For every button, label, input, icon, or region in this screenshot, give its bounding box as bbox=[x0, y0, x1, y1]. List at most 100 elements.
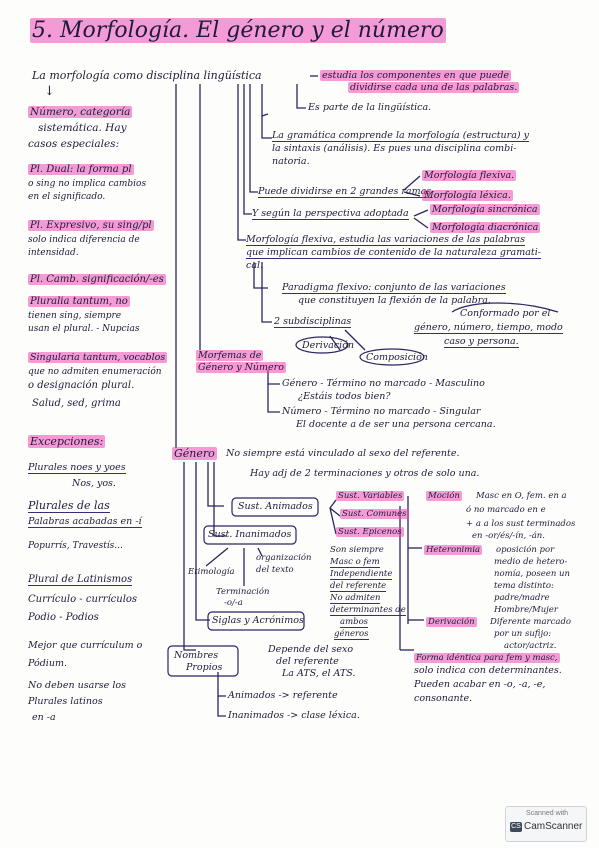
organizacion-text-2: del texto bbox=[256, 565, 294, 575]
siempre-text-3: Independiente bbox=[330, 569, 393, 580]
side-numero: Número, categoría bbox=[28, 106, 133, 118]
nombres-text-2: Propios bbox=[186, 662, 223, 673]
hayadj-text: Hay adj de 2 terminaciones y otros de so… bbox=[250, 468, 480, 479]
mocion-text-3: + a a los sust terminados bbox=[466, 519, 576, 529]
inanimados-text: Inanimados -> clase léxica. bbox=[228, 710, 360, 721]
persp-text: Y según la perspectiva adoptada bbox=[252, 208, 409, 220]
variables-text: Sust. Variables bbox=[336, 491, 405, 501]
side-ex5: Popurrís, Travestís... bbox=[28, 541, 123, 551]
side-plurtantum-3: usan el plural. - Nupcias bbox=[28, 324, 140, 334]
side-ex9: Mejor que currículum o bbox=[28, 640, 143, 651]
deriv-text-3: por un sufijo: bbox=[494, 629, 552, 639]
animados-text: Animados -> referente bbox=[228, 690, 338, 701]
mocion-text-2: ó no marcado en e bbox=[466, 505, 546, 515]
conformado-text-2: género, número, tiempo, modo bbox=[414, 322, 563, 334]
side-ex10: Pódium. bbox=[28, 658, 67, 669]
morfemas-text: Morfemas de bbox=[196, 350, 264, 361]
subdisc-text: 2 subdisciplinas bbox=[274, 316, 352, 328]
side-singtantum-4: Salud, sed, grima bbox=[32, 398, 121, 409]
deriv-text-2: Diferente marcado bbox=[490, 617, 572, 627]
side-camb: Pl. Camb. significación/-es bbox=[28, 274, 166, 285]
down-arrow-icon: ↓ bbox=[44, 84, 55, 99]
side-numero-2: sistemática. Hay bbox=[38, 122, 127, 134]
siempre-text-6: determinantes de bbox=[330, 605, 406, 616]
forma-text-4: consonante. bbox=[414, 693, 473, 704]
genero-line-2: ¿Estáis todos bien? bbox=[298, 391, 391, 402]
hetero-text-4: nomía, poseen un bbox=[494, 569, 570, 579]
side-expresivo: Pl. Expresivo, su sing/pl bbox=[28, 220, 154, 231]
side-numero-3: casos especiales: bbox=[28, 138, 120, 150]
diacr-text: Morfología diacrónica bbox=[430, 222, 541, 233]
conformado-text: Conformado por el bbox=[460, 308, 551, 319]
side-plurtantum-2: tienen sing, siempre bbox=[28, 311, 122, 321]
forma-text-2: solo indica con determinantes. bbox=[414, 665, 562, 676]
siempre-text-5: No admiten bbox=[330, 593, 381, 604]
side-expresivo-2: solo indica diferencia de bbox=[28, 235, 140, 245]
gramatica-text: La gramática comprende la morfología (es… bbox=[272, 130, 529, 142]
side-singtantum: Singularia tantum, vocablos bbox=[28, 352, 168, 363]
hetero-text-3: medio de hetero- bbox=[494, 557, 568, 567]
estudia-text-2: dividirse cada una de las palabras. bbox=[348, 82, 520, 93]
siempre-text-7: ambos bbox=[340, 617, 369, 628]
siempre-text-8: géneros bbox=[334, 629, 369, 640]
camscanner-logo-icon: CS bbox=[510, 822, 522, 832]
side-ex2: Nos, yos. bbox=[72, 478, 116, 489]
side-ex8: Podio - Podios bbox=[28, 612, 99, 623]
parte-text: Es parte de la lingüística. bbox=[308, 102, 432, 113]
terminacion-text-2: -o/-a bbox=[224, 598, 243, 608]
mflex-text-3: cal. bbox=[246, 260, 264, 271]
hetero-text-5: tema distinto: bbox=[494, 581, 554, 591]
genero-heading: Género bbox=[172, 447, 217, 460]
paradigma-text-2: que constituyen la flexión de la palabra… bbox=[298, 295, 491, 306]
mocion-text-4: en -or/és/-ín, -án. bbox=[472, 531, 545, 541]
depende-text-2: del referente bbox=[276, 656, 339, 667]
hetero-text-6: padre/madre bbox=[494, 593, 550, 603]
hetero-text-2: oposición por bbox=[496, 545, 555, 555]
sustinan-text: Sust. Inanimados bbox=[208, 529, 292, 540]
nosiempre-text: No siempre está vinculado al sexo del re… bbox=[226, 448, 460, 459]
numero-line-2: El docente a de ser una persona cercana. bbox=[296, 419, 496, 430]
etimologia-text: Etimología bbox=[188, 567, 235, 577]
side-ex3: Plurales de las bbox=[28, 499, 110, 513]
numero-line: Número - Término no marcado - Singular bbox=[282, 406, 481, 417]
estudia-text: estudia los componentes en que puede bbox=[320, 70, 512, 81]
intro-text: La morfología como disciplina lingüístic… bbox=[32, 69, 262, 82]
scanner-watermark: Scanned with CS CamScanner bbox=[505, 806, 587, 842]
mocion-text: Moción bbox=[426, 491, 462, 501]
sustanim-text: Sust. Animados bbox=[238, 501, 313, 512]
siempre-text-2: Masc o fem bbox=[330, 557, 380, 568]
deriv-text-4: actor/actriz. bbox=[504, 641, 557, 651]
morfemas-text-2: Género y Número bbox=[196, 362, 286, 373]
lex-text: Morfología léxica. bbox=[422, 190, 513, 201]
side-ex12: Plurales latinos bbox=[28, 696, 103, 707]
depende-text: Depende del sexo bbox=[268, 644, 354, 655]
siglas-text: Siglas y Acrónimos bbox=[212, 615, 304, 626]
scanner-line-2: CamScanner bbox=[524, 821, 583, 832]
page-title: 5. Morfología. El género y el número bbox=[30, 18, 446, 44]
mocion-text-1: Masc en O, fem. en a bbox=[476, 491, 567, 501]
gramatica-text-2: la sintaxis (análisis). Es pues una disc… bbox=[272, 143, 517, 154]
epicenos-text: Sust. Epicenos bbox=[336, 527, 404, 537]
side-dual-3: en el significado. bbox=[28, 192, 106, 202]
hetero-text-7: Hombre/Mujer bbox=[494, 605, 558, 615]
side-dual-2: o sing no implica cambios bbox=[28, 179, 147, 189]
side-ex7: Currículo - currículos bbox=[28, 594, 138, 605]
side-ex1: Plurales noes y yoes bbox=[28, 462, 126, 474]
derivacion2-text: Derivación bbox=[426, 617, 477, 627]
mflex-text-2: que implican cambios de contenido de la … bbox=[246, 247, 541, 259]
side-ex11: No deben usarse los bbox=[28, 680, 126, 691]
flex-text: Morfología flexiva. bbox=[422, 170, 517, 181]
genero-line: Género - Término no marcado - Masculino bbox=[282, 378, 485, 389]
nombres-text: Nombres bbox=[174, 650, 219, 661]
scanner-line-1: Scanned with bbox=[526, 810, 569, 817]
sincr-text: Morfología sincrónica bbox=[430, 204, 540, 215]
comunes-text: Sust. Comunes bbox=[340, 509, 409, 519]
depende-text-3: La ATS, el ATS. bbox=[282, 668, 356, 679]
siempre-text: Son siempre bbox=[330, 545, 384, 555]
side-ex6: Plural de Latinismos bbox=[28, 574, 133, 586]
paradigma-text: Paradigma flexivo: conjunto de las varia… bbox=[282, 282, 506, 294]
forma-text-3: Pueden acabar en -o, -a, -e, bbox=[414, 679, 546, 690]
composicion-text: Composición bbox=[366, 352, 428, 363]
side-dual: Pl. Dual: la forma pl bbox=[28, 164, 134, 175]
